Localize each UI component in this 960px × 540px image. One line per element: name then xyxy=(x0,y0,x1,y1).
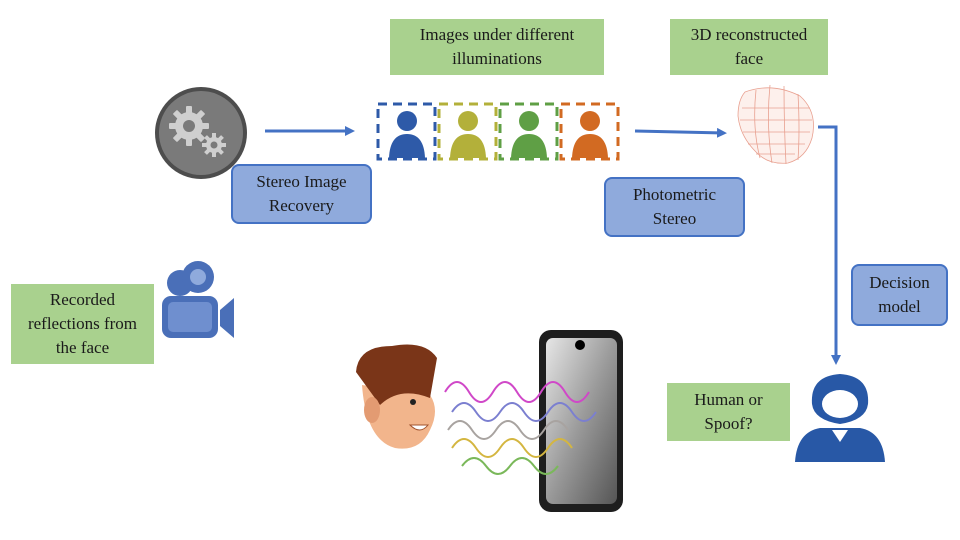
arrow-to-decision xyxy=(818,125,841,365)
user-icon xyxy=(376,102,437,161)
gears-icon xyxy=(155,87,247,179)
face-mesh-icon xyxy=(737,84,814,165)
reconstructed-face-label: 3D reconstructed face xyxy=(670,19,828,75)
person-icon xyxy=(795,374,885,462)
user-icon xyxy=(559,102,620,161)
human-or-spoof-label: Human or Spoof? xyxy=(667,383,790,441)
stereo-recovery-label: Stereo Image Recovery xyxy=(231,164,372,224)
photometric-stereo-label: Photometric Stereo xyxy=(604,177,745,237)
user-icon xyxy=(498,102,559,161)
arrow-to-reconstruction xyxy=(634,127,727,138)
face-icon xyxy=(356,344,437,449)
video-camera-icon xyxy=(162,261,234,338)
signal-waves-icon xyxy=(444,381,597,475)
images-under-illuminations-label: Images under different illuminations xyxy=(390,19,604,75)
recorded-reflections-label: Recorded reflections from the face xyxy=(11,284,154,364)
decision-model-label: Decision model xyxy=(851,264,948,326)
user-icon xyxy=(437,102,498,161)
